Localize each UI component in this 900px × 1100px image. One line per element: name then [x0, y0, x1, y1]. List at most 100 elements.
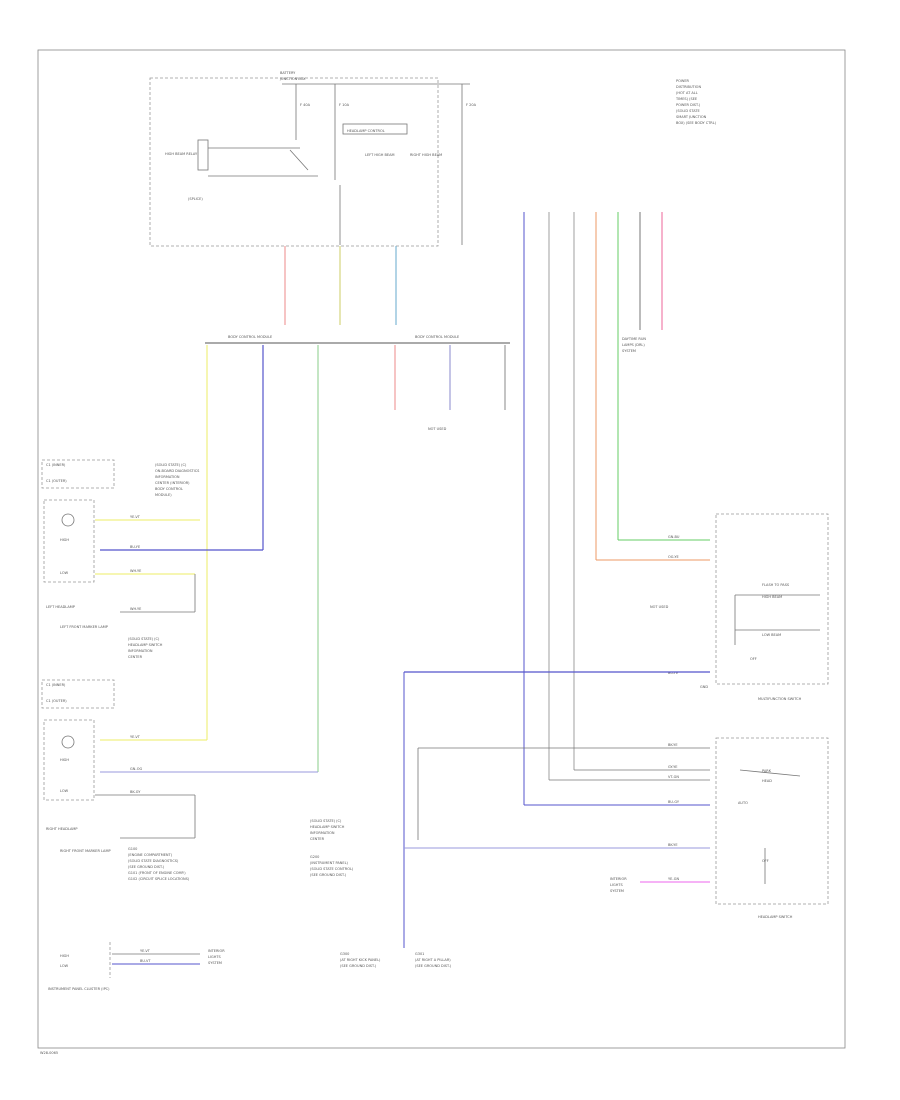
headlamp-switch-box	[715, 737, 829, 905]
lh-note-3: CENTER (INTERIOR)	[155, 481, 190, 485]
mfs-wire3: BU-YE	[668, 671, 678, 675]
center-note-3: CENTER	[310, 837, 325, 841]
gauge-note-1: LAMPS (DRL)	[622, 343, 645, 347]
center-note-4: G200	[310, 855, 319, 859]
lh-wire1-label: YE-VT	[130, 515, 141, 519]
note-line-7: BOX) (SEE BODY CTRL)	[676, 121, 717, 125]
bottom-left-2: (SEE GROUND DIST.)	[340, 964, 377, 968]
rh-ground-name: RIGHT FRONT MARKER LAMP	[60, 849, 111, 853]
fuse-b-label: F 10A	[339, 103, 350, 107]
fuse-c-label: F 20A	[466, 103, 477, 107]
note-line-2: (HOT AT ALL	[676, 91, 698, 95]
relay-switch	[289, 149, 309, 171]
relay-coil	[197, 139, 209, 171]
hs-wire4: BU-GY	[668, 800, 680, 804]
left-high-label: LEFT HIGH BEAM	[365, 153, 395, 157]
bottom-left-1: (AT RIGHT KICK PANEL)	[340, 958, 381, 962]
rh-wire1-label: YE-VT	[130, 735, 141, 739]
bottom-left-0: G300	[340, 952, 349, 956]
note-line-6: SMART JUNCTION	[676, 115, 707, 119]
cluster-note-2: SYSTEM	[208, 961, 222, 965]
hs-contact	[739, 769, 801, 777]
cluster-wire1-label: YE-VT	[140, 949, 151, 953]
hs-wire2: GY-YE	[668, 765, 677, 769]
hs-wire5: BK-YE	[668, 843, 678, 847]
ground-label: (SPLICE)	[188, 197, 203, 201]
center-note-2: INFORMATION	[310, 831, 335, 835]
diagram-frame	[37, 49, 846, 1049]
rh-gnote-4: G101 (FRONT OF ENGINE COMP.)	[128, 871, 186, 875]
fuse-box-title-1: BATTERY	[280, 71, 296, 75]
note-line-0: POWER	[676, 79, 690, 83]
mfs-name: MULTIFUNCTION SWITCH	[758, 697, 802, 701]
note-line-3: TIMES) (SEE	[675, 97, 697, 101]
lh-note-0: (SOLID STATE) (C)	[155, 463, 187, 467]
rh-gnote-0: G100	[128, 847, 137, 851]
cluster-pin1: HIGH	[60, 954, 69, 958]
lh-gnote-0: (SOLID STATE) (C)	[128, 637, 160, 641]
cluster-wire2-label: BU-VT	[140, 959, 151, 963]
rh-conn2: C1 (OUTER)	[46, 699, 67, 703]
lh-note-1: ON-BOARD DIAGNOSTICS	[155, 469, 200, 473]
cluster-note-0: INTERIOR	[208, 949, 225, 953]
lh-note-5: MODULE)	[155, 493, 172, 497]
hs-wire6: YE-GN	[668, 877, 679, 881]
lh-pin-low: LOW	[60, 571, 69, 575]
left-headlamp-conn	[41, 459, 115, 489]
lh-gnote-2: INFORMATION	[128, 649, 153, 653]
mfs-off: OFF	[750, 657, 757, 661]
cluster-name: INSTRUMENT PANEL CLUSTER (IPC)	[48, 987, 110, 991]
lh-name: LEFT HEADLAMP	[46, 605, 75, 609]
mfs-ground: GND	[700, 685, 708, 689]
multifunction-switch-box	[715, 513, 829, 685]
mfs-low: LOW BEAM	[762, 633, 781, 637]
mfs-flash: FLASH TO PASS	[762, 583, 790, 587]
right-high-label: RIGHT HIGH BEAM	[410, 153, 442, 157]
lh-pin-high: HIGH	[60, 538, 69, 542]
hs-wire1: BK-YE	[668, 743, 678, 747]
footer-code: W28-0065	[40, 1051, 58, 1055]
rh-gnote-3: (SEE GROUND DIST.)	[128, 865, 165, 869]
bottom-right-2: (SEE GROUND DIST.)	[415, 964, 452, 968]
fuse-box-title-2: JUNCTION BOX	[279, 77, 306, 81]
rh-pin-low: LOW	[60, 789, 69, 793]
lh-gnote-1: HEADLAMP SWITCH	[128, 643, 163, 647]
center-note-6: (SOLID STATE CONTROL)	[310, 867, 354, 871]
fuse-a-label: F 40A	[300, 103, 311, 107]
lh-top-conn: C1 (INNER)	[46, 463, 66, 467]
cluster-pin2: LOW	[60, 964, 69, 968]
hs-dim-note-0: INTERIOR	[610, 877, 627, 881]
note-line-4: POWER DIST.)	[676, 103, 701, 107]
rh-gnote-5: G102 (CIRCUIT SPLICE LOCATIONS)	[128, 877, 190, 881]
bus-label-left: BODY CONTROL MODULE	[228, 335, 272, 339]
gauge-note-2: SYSTEM	[622, 349, 636, 353]
mfs-not-used: NOT USED	[650, 605, 669, 609]
hs-dim-note-2: SYSTEM	[610, 889, 624, 893]
right-headlamp-body	[43, 719, 95, 801]
bus-label-right: BODY CONTROL MODULE	[415, 335, 459, 339]
note-line-5: (SOLID STATE	[676, 109, 700, 113]
hs-name: HEADLAMP SWITCH	[758, 915, 793, 919]
left-headlamp-body	[43, 499, 95, 583]
hs-dim-note-1: LIGHTS	[610, 883, 623, 887]
center-note-0: (SOLID STATE) (C)	[310, 819, 342, 823]
bus-tail-label: NOT USED	[428, 427, 447, 431]
rh-bulb-high	[61, 735, 75, 749]
lh-ground-wire-label: WH-YE	[130, 607, 141, 611]
mfs-wire2: OG-YE	[668, 555, 679, 559]
cluster-note-1: LIGHTS	[208, 955, 221, 959]
hs-park: PARK	[762, 769, 772, 773]
gauge-note-0: DAYTIME RUN	[622, 337, 646, 341]
lh-ground-name: LEFT FRONT MARKER LAMP	[60, 625, 108, 629]
center-note-1: HEADLAMP SWITCH	[310, 825, 345, 829]
lh-note-4: BODY CONTROL	[155, 487, 183, 491]
rh-ground-wire-label: BK-GY	[130, 790, 141, 794]
lh-wire2-label: BU-YE	[130, 545, 140, 549]
right-headlamp-conn	[41, 679, 115, 709]
rh-gnote-2: (SOLID STATE DIAGNOSTICS)	[128, 859, 179, 863]
mfs-wire1: GN-BU	[668, 535, 680, 539]
center-note-5: (INSTRUMENT PANEL)	[310, 861, 349, 865]
lh-conn2: C1 (OUTER)	[46, 479, 67, 483]
hs-head: HEAD	[762, 779, 772, 783]
